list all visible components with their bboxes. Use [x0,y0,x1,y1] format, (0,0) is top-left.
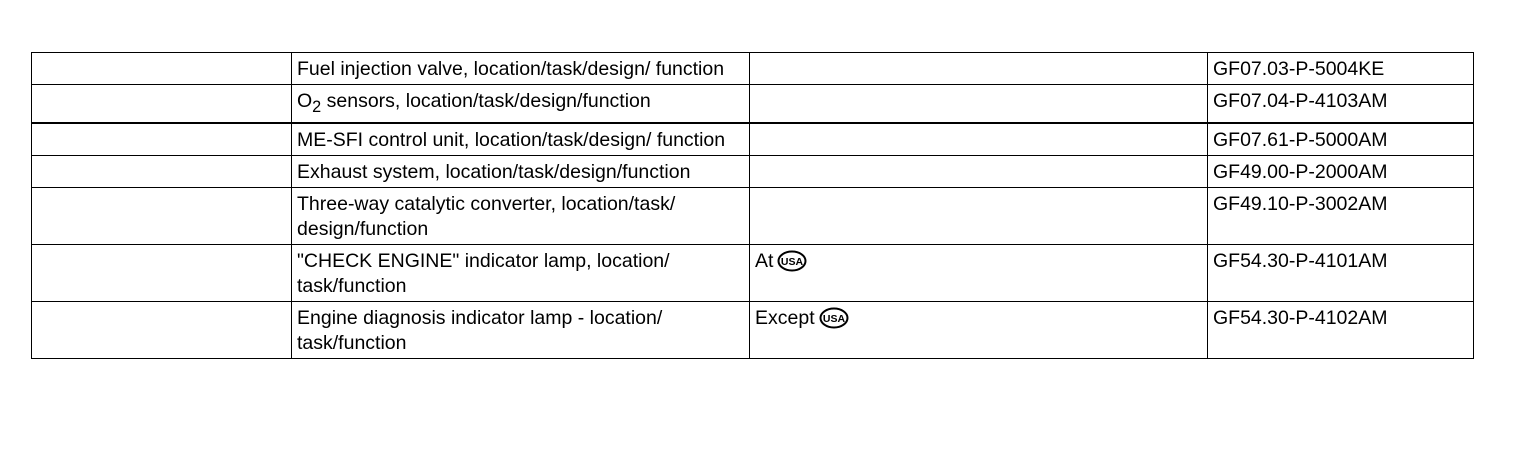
row-label-cell [31,52,292,85]
document-title-cell: Fuel injection valve, location/task/desi… [291,52,750,85]
document-code-cell[interactable]: GF07.04-P-4103AM [1207,83,1474,124]
table-row: Engine diagnosis indicator lamp - locati… [31,300,1474,359]
document-title-cell: ME-SFI control unit, location/task/desig… [291,122,750,156]
badge-text: USA [781,256,804,268]
document-code-cell[interactable]: GF49.00-P-2000AM [1207,154,1474,188]
title-subscript: 2 [312,97,322,116]
document-title-cell: Exhaust system, location/task/design/fun… [291,154,750,188]
usa-badge-icon: USA [819,307,849,329]
title-prefix: O [297,90,313,112]
note-cell [749,154,1208,188]
row-label-cell [31,122,292,156]
document-title-cell: O2 sensors, location/task/design/functio… [291,83,750,124]
note-text: Except [755,306,815,329]
document-title-cell: "CHECK ENGINE" indicator lamp, location/… [291,243,750,302]
note-text: At [755,249,774,272]
table-row: Fuel injection valve, location/task/desi… [31,52,1474,85]
document-code-cell[interactable]: GF49.10-P-3002AM [1207,186,1474,245]
table-row: Three-way catalytic converter, location/… [31,186,1474,245]
table-row: Exhaust system, location/task/design/fun… [31,154,1474,188]
badge-text: USA [823,313,846,325]
document-code-cell[interactable]: GF54.30-P-4101AM [1207,243,1474,302]
row-label-cell [31,243,292,302]
table-row: O2 sensors, location/task/design/functio… [31,83,1474,124]
document-title-cell: Engine diagnosis indicator lamp - locati… [291,300,750,359]
note-cell [749,122,1208,156]
document-code-cell[interactable]: GF07.03-P-5004KE [1207,52,1474,85]
note-cell: At USA [749,243,1208,302]
row-label-cell [31,186,292,245]
usa-badge-icon: USA [777,250,807,272]
note-cell [749,52,1208,85]
note-cell [749,186,1208,245]
title-text: sensors, location/task/design/function [321,90,651,112]
note-cell [749,83,1208,124]
note-cell: Except USA [749,300,1208,359]
document-title-cell: Three-way catalytic converter, location/… [291,186,750,245]
row-label-cell [31,83,292,124]
document-code-cell[interactable]: GF07.61-P-5000AM [1207,122,1474,156]
table-row: ME-SFI control unit, location/task/desig… [31,122,1474,156]
table-row: "CHECK ENGINE" indicator lamp, location/… [31,243,1474,302]
reference-table: Fuel injection valve, location/task/desi… [31,52,1474,359]
document-code-cell[interactable]: GF54.30-P-4102AM [1207,300,1474,359]
row-label-cell [31,300,292,359]
row-label-cell [31,154,292,188]
